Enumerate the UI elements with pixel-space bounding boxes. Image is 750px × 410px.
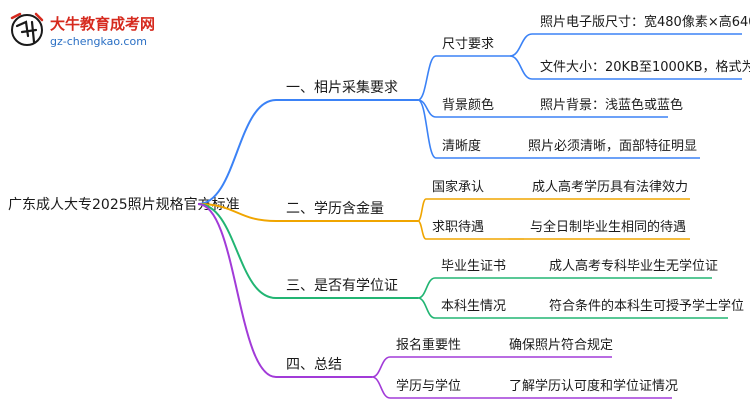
- detail-understand-degree: 了解学历认可度和学位证情况: [509, 378, 678, 394]
- connector-degree: [371, 376, 391, 399]
- connector-job: [417, 220, 427, 240]
- mascot-logo-icon: [10, 12, 44, 46]
- connector-branch-3: [197, 203, 277, 299]
- logo-url: gz-chengkao.com: [50, 35, 147, 48]
- connector-clarity: [417, 99, 437, 159]
- connector-undergrad: [417, 297, 436, 319]
- detail-bachelor-degree: 符合条件的本科生可授予学士学位: [549, 298, 744, 314]
- detail-no-degree: 成人高考专科毕业生无学位证: [549, 258, 718, 274]
- detail-background: 照片背景：浅蓝色或蓝色: [540, 97, 683, 113]
- subtopic-graduation-certificate: 毕业生证书: [441, 259, 506, 274]
- connector-certificate: [417, 277, 436, 299]
- branch-label-1: 一、相片采集要求: [286, 79, 398, 96]
- connector-filesize: [509, 55, 533, 80]
- subtopic-education-degree: 学历与学位: [396, 378, 461, 394]
- subtopic-state-recognized: 国家承认: [432, 179, 484, 195]
- subtopic-job-treatment: 求职待遇: [432, 220, 484, 235]
- subtopic-clarity: 清晰度: [442, 138, 481, 154]
- branch-label-4: 四、总结: [286, 357, 342, 373]
- subtopic-connectors: [371, 33, 742, 399]
- connector-branch-2: [197, 203, 277, 222]
- connector-branch-1: [197, 99, 277, 205]
- root-topic: 广东成人大专2025照片规格官方标准: [8, 197, 240, 213]
- subtopic-background-color: 背景颜色: [442, 97, 494, 113]
- detail-file-size: 文件大小：20KB至1000KB，格式为JPG: [540, 59, 750, 75]
- connector-registration: [371, 356, 391, 378]
- subtopic-size-requirement: 尺寸要求: [442, 37, 494, 52]
- detail-same-treatment: 与全日制毕业生相同的待遇: [530, 219, 686, 235]
- connector-branch-4: [197, 203, 277, 378]
- logo-title: 大牛教育成考网: [50, 15, 156, 33]
- detail-ensure-photo: 确保照片符合规定: [509, 337, 613, 353]
- detail-photo-dimensions: 照片电子版尺寸：宽480像素×高640像素: [540, 14, 750, 30]
- detail-clarity: 照片必须清晰，面部特征明显: [528, 139, 697, 154]
- connector-dimensions: [509, 33, 533, 57]
- branch-label-2: 二、学历含金量: [286, 201, 384, 217]
- connector-size: [417, 55, 437, 101]
- detail-legal-effect: 成人高考学历具有法律效力: [532, 179, 688, 195]
- site-logo: 大牛教育成考网 gz-chengkao.com: [6, 8, 166, 56]
- connector-recognized: [417, 198, 427, 222]
- subtopic-undergraduate: 本科生情况: [441, 299, 506, 314]
- branch-label-3: 三、是否有学位证: [286, 278, 398, 294]
- subtopic-registration-importance: 报名重要性: [396, 337, 461, 353]
